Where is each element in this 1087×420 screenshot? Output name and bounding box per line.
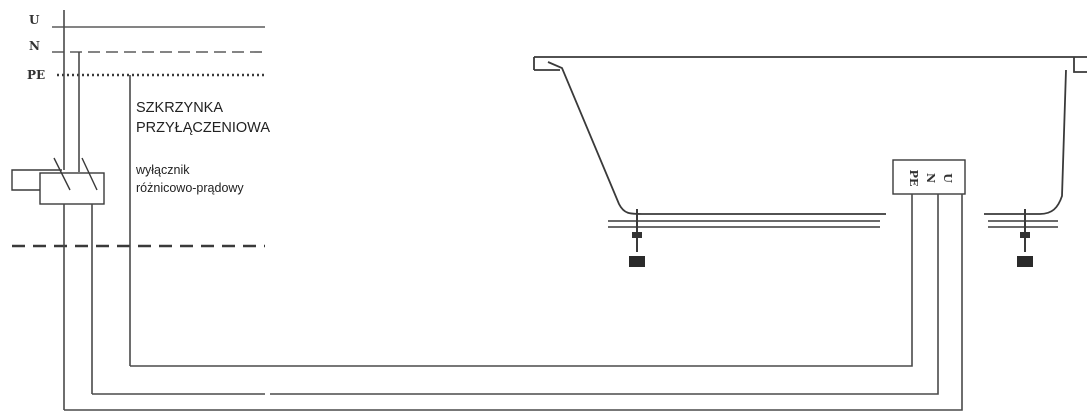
pe-line-label: PE <box>27 68 45 82</box>
breaker-label-2: różnicowo-prądowy <box>136 181 244 195</box>
pe-cable <box>130 194 913 367</box>
u-line-label: U <box>29 13 40 27</box>
terminal-u-label: U <box>941 173 954 183</box>
rcd-contact-2 <box>81 157 98 191</box>
terminal-box: PE N U <box>892 159 966 195</box>
rcd-contact-1 <box>53 157 71 191</box>
terminal-pe-label: PE <box>907 170 920 187</box>
terminal-box-body <box>892 159 966 195</box>
cable-runs <box>64 194 963 411</box>
rcd-breaker <box>11 157 105 410</box>
junction-box-label-1: SZKRZYNKA <box>136 100 223 116</box>
bathtub-leg-right <box>1017 209 1033 267</box>
terminal-n-label: N <box>924 173 937 183</box>
bathtub-shell <box>547 61 1067 215</box>
rcd-body <box>39 172 105 205</box>
bathtub-rim <box>533 56 1087 73</box>
n-cable <box>92 194 939 395</box>
bathtub-leg-left <box>629 209 645 267</box>
junction-box-label-2: PRZYŁĄCZENIOWA <box>136 120 270 136</box>
breaker-label-1: wyłącznik <box>135 163 190 177</box>
supply-lines <box>12 26 265 248</box>
bathtub <box>533 56 1087 267</box>
supply-drops <box>63 10 131 366</box>
rcd-test-loop <box>11 169 62 191</box>
n-line-label: N <box>29 39 40 53</box>
u-cable <box>64 194 963 411</box>
